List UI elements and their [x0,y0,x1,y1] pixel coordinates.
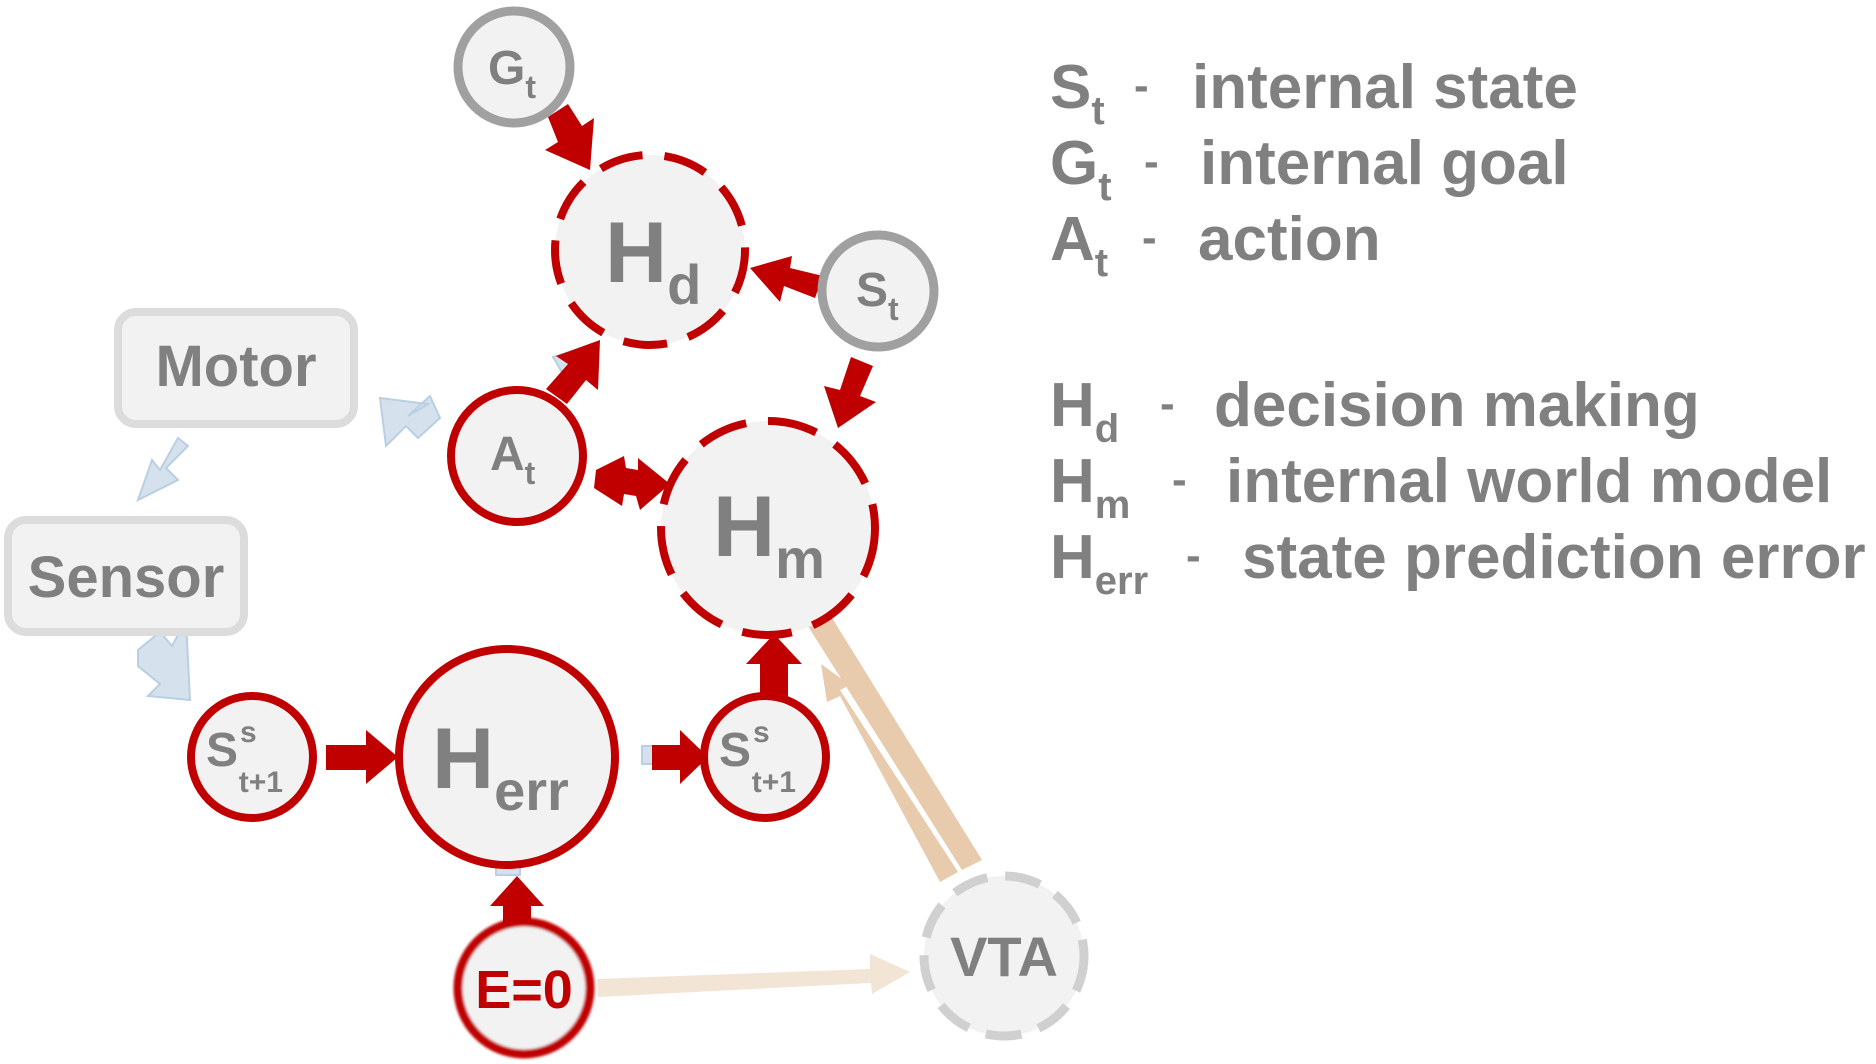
svg-text:Sst+1: Sst+1 [719,716,796,799]
svg-text:St: St [856,264,899,327]
svg-text:state prediction error: state prediction error [1242,523,1866,592]
svg-text:-: - [1134,61,1149,110]
node-e0: E=0 [453,917,595,1059]
arrow-at-to-motor [378,394,442,449]
node-vta: VTA [919,871,1089,1041]
legend-item-hm: Hm - internal world model [1050,447,1832,527]
svg-text:Hd: Hd [1050,371,1119,451]
svg-text:Gt: Gt [1050,129,1112,209]
svg-text:Hm: Hm [1050,447,1130,527]
arrow-at-to-hd [546,340,600,404]
legend-item-at: At - action [1050,205,1381,285]
svg-text:Herr: Herr [432,711,569,822]
node-hm: Hm [657,417,879,639]
legend-item-st: St - internal state [1050,53,1578,133]
arrow-herr-to-ss [652,730,708,784]
svg-text:internal world model: internal world model [1226,447,1832,516]
arrow-vta-to-hm [821,664,958,882]
svg-text:-: - [1186,531,1201,580]
svg-text:VTA: VTA [950,925,1058,988]
node-st: St [817,230,939,352]
svg-text:Sst+1: Sst+1 [206,716,283,799]
arrow-st-to-hm [824,357,876,428]
svg-text:At: At [1050,205,1108,285]
svg-text:Hd: Hd [605,205,701,316]
legend-item-herr: Herr - state prediction error [1050,523,1866,603]
node-gt: Gt [453,6,575,128]
legend-item-gt: Gt - internal goal [1050,129,1569,209]
svg-text:-: - [1144,137,1159,186]
arrow-e0-to-vta [597,954,910,997]
svg-text:decision making: decision making [1214,371,1700,440]
svg-text:-: - [1172,455,1187,504]
svg-text:-: - [1142,213,1157,262]
arrow-sensor-to-ss [137,616,192,702]
svg-text:-: - [1160,379,1175,428]
svg-text:internal goal: internal goal [1200,129,1569,198]
svg-text:Gt: Gt [488,42,536,105]
svg-text:Sensor: Sensor [28,545,225,610]
legend-item-hd: Hd - decision making [1050,371,1700,451]
arrow-motor-to-sensor [136,436,190,502]
svg-text:At: At [490,428,536,491]
node-at: At [447,386,587,526]
legend: St - internal state Gt - internal goal A… [1050,53,1866,603]
svg-text:action: action [1198,205,1381,274]
box-sensor: Sensor [4,516,248,636]
arrow-ss-to-hm [746,634,802,700]
node-herr: Herr [395,645,619,869]
svg-text:Motor: Motor [155,334,316,399]
svg-text:St: St [1050,53,1105,133]
arrow-st-to-hd [750,256,823,302]
svg-text:internal state: internal state [1192,53,1578,122]
arrow-ss-to-herr [326,730,398,784]
arrow-gt-to-hd [545,104,594,170]
box-motor: Motor [114,308,358,428]
svg-text:E=0: E=0 [475,960,573,1020]
arrow-at-hm [594,456,670,510]
red-arrows [326,104,876,932]
svg-text:Herr: Herr [1050,523,1148,603]
svg-text:Hm: Hm [713,479,825,590]
node-hd: Hd [551,151,749,349]
